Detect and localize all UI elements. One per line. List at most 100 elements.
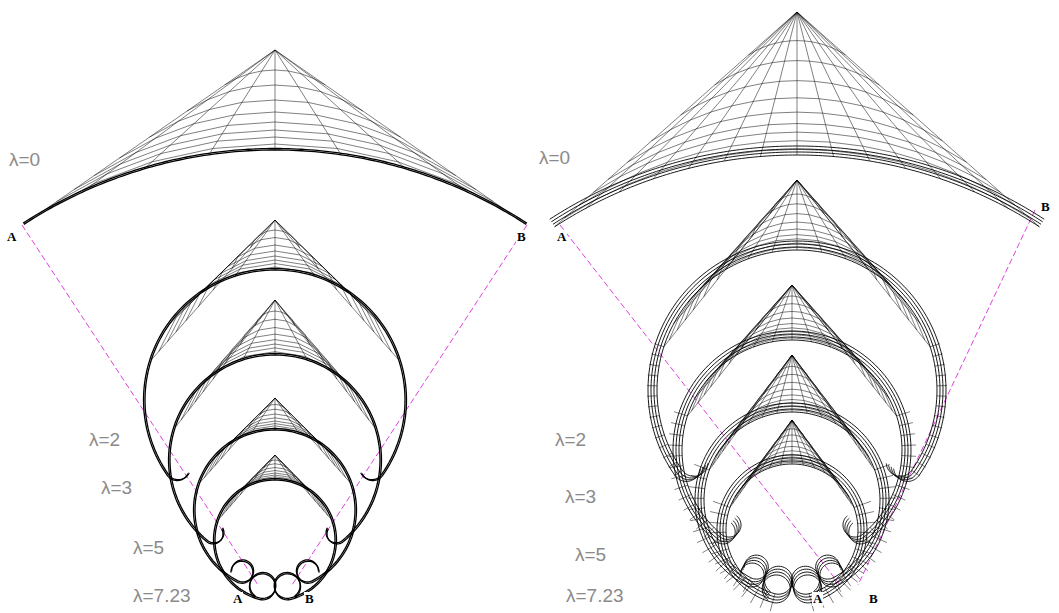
mesh-line [249,409,302,427]
mesh-line [753,285,792,347]
mesh-line [555,12,797,227]
mesh-line [674,485,687,489]
load-factor-label: λ=3 [564,487,597,508]
mesh-line [760,12,797,157]
point-label: B [1040,200,1051,214]
mesh-line [797,180,930,347]
load-factor-label: λ=5 [574,545,607,566]
mesh-line [669,247,925,340]
mesh-line [902,445,916,447]
mesh-line [663,453,672,458]
mesh-line [275,50,526,224]
mesh-line [57,137,494,202]
mesh-line [119,112,430,158]
mesh-line [694,464,709,469]
mesh-line [651,354,661,356]
load-factor-label: λ=0 [8,150,41,171]
mesh-line [797,12,870,161]
mesh-line [39,144,511,214]
mesh-line [275,455,331,519]
mesh-line [771,435,813,450]
mesh-line [710,512,728,516]
mesh-line [709,553,722,563]
load-factor-label: λ=7.23 [132,586,192,607]
mesh-line [733,214,861,260]
mesh-line [255,311,295,326]
mesh-line [848,564,863,573]
mesh-line [750,587,759,603]
mesh-line [878,518,894,521]
mesh-line [652,425,662,428]
mesh-line [24,50,275,224]
mesh-line [854,501,871,507]
chord-lines [22,210,1035,585]
mesh-line [917,462,926,467]
mesh-line [797,12,798,155]
mesh-line [225,70,325,85]
mesh-line [930,435,939,438]
mesh-line [222,479,328,516]
shell-curve [195,430,355,582]
mesh-line [736,460,848,499]
mesh-line [255,464,294,478]
mesh-line [770,594,775,611]
mesh-line [608,124,986,180]
mesh-line [777,355,792,413]
mesh-line [838,577,851,590]
mesh-line [748,355,792,424]
mesh-line [725,180,797,270]
mesh-line [797,180,822,252]
mesh-line [652,98,943,141]
mesh-line [772,180,797,252]
point-label: A [556,230,567,244]
mesh-line [221,421,329,459]
mesh-line [780,429,805,438]
mesh-line [792,420,793,464]
mesh-line [690,518,706,521]
mesh-line [772,285,792,342]
mesh-line [228,418,321,451]
point-label: B [304,592,315,606]
mesh-line [752,204,843,237]
mesh-line [688,498,704,499]
load-factor-label: λ=2 [88,430,121,451]
mesh-line [935,364,945,366]
point-label: A [232,592,243,606]
mesh-line [797,12,941,179]
mesh-line [230,475,320,507]
mesh-line [225,328,325,364]
mesh-line [627,112,966,162]
mesh-line [733,577,746,590]
mesh-line [877,475,893,479]
mesh-line [797,12,834,157]
mesh-line [932,425,942,428]
mesh-line [713,501,730,507]
mesh-line [797,180,846,259]
mesh-line [711,549,728,554]
mesh-line [697,536,712,543]
mesh-line [730,420,792,507]
mesh-line [709,541,727,544]
mesh-line [689,487,705,489]
mesh-line [655,435,664,438]
mesh-line [899,423,913,426]
mesh-line [858,522,876,524]
mesh-line [922,453,931,458]
mesh-line [862,553,875,563]
shell-sequence-meshed [550,12,1045,611]
mesh-line [880,498,896,499]
mesh-line [654,344,664,347]
mesh-line [219,455,275,519]
mesh-line [792,355,793,412]
mesh-line [872,536,887,543]
load-factor-label: λ=7.23 [565,586,625,607]
mesh-line [792,285,812,342]
point-label: A [6,230,17,244]
mesh-line [896,485,909,489]
mesh-line [688,508,704,509]
mesh-line [720,564,735,573]
mesh-line [893,494,906,500]
shell-curve [679,337,905,539]
mesh-line [858,532,876,534]
